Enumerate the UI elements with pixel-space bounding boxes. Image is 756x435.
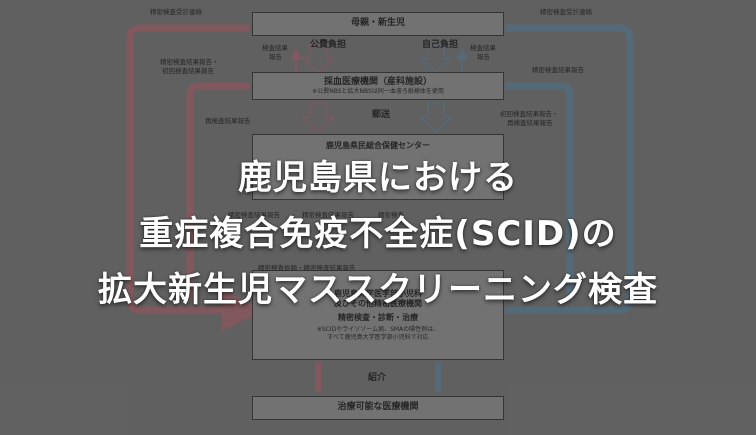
label-right-initial-2: 再検査結果報告 bbox=[507, 119, 553, 127]
left-outer-loop bbox=[126, 24, 264, 331]
blood-collection-box: 採血医療機関（産科施設） ※公費NBSと拡大NBSは同一血液ろ紙検体を使用 bbox=[252, 72, 504, 100]
precision-hospital-box: 鹿児島大学医学部小児科 及びその他精密医療機関 精密検査・診断・治療 ※SCID… bbox=[252, 270, 504, 360]
label-left-first-2: 初回検査結果報告 bbox=[162, 67, 214, 75]
label-lower-left: 精密検査結果報告 bbox=[228, 211, 280, 219]
blood-collection-note: ※公費NBSと拡大NBSは同一血液ろ紙検体を使用 bbox=[312, 87, 444, 95]
label-public-burden: 公費負担 bbox=[310, 40, 347, 50]
label-left-top: 精密検査受診連絡 bbox=[150, 8, 202, 16]
hospital-note-1: ※SCIDやライソゾーム病、SMAの陽性例は、 bbox=[316, 326, 440, 333]
title-line-2: 重症複合免疫不全症(SCID)の bbox=[139, 214, 617, 254]
title-line-3: 拡大新生児マススクリーニング検査 bbox=[98, 270, 658, 310]
label-mail: 郵送 bbox=[372, 110, 391, 120]
hospital-title: 鹿児島大学医学部小児科 bbox=[334, 289, 422, 298]
health-center-box: 鹿児島県民総合保健センター bbox=[252, 134, 504, 200]
label-right-top: 精密検査受診連絡 bbox=[540, 8, 592, 16]
blood-collection-title: 採血医療機関（産科施設） bbox=[323, 76, 432, 87]
public-mail-arrow bbox=[300, 101, 336, 133]
title-line-1: 鹿児島県における bbox=[238, 158, 518, 198]
label-lower-mid: 精密検査結果報告 bbox=[302, 211, 354, 219]
mother-newborn-label: 母親・新生児 bbox=[350, 18, 405, 29]
health-center-title: 鹿児島県民総合保健センター bbox=[326, 141, 430, 150]
right-outer-loop bbox=[505, 24, 634, 314]
label-mid-right-2: 報告 bbox=[477, 53, 490, 61]
label-right-first: 精密検査結果報告 bbox=[532, 66, 584, 74]
label-mid-left-2: 報告 bbox=[269, 53, 282, 61]
public-flow-arrow bbox=[300, 44, 336, 73]
label-mid-right-1: 検査結果 bbox=[470, 44, 496, 52]
self-mail-arrow bbox=[418, 101, 454, 133]
self-flow-arrow bbox=[418, 44, 454, 73]
label-right-initial-1: 初回検査結果報告・ bbox=[500, 110, 559, 118]
label-intro: 紹介 bbox=[368, 373, 387, 383]
label-request: 精密検査依頼・精密検査結果報告 bbox=[258, 264, 356, 272]
hospital-subtitle: 精密検査・診断・治療 bbox=[338, 313, 418, 322]
label-left-recheck: 再検査結果報告 bbox=[205, 117, 251, 125]
label-self-burden: 自己負担 bbox=[422, 40, 459, 50]
treatment-box: 治療可能な医療機関 bbox=[252, 396, 504, 420]
hospital-note-2: すべて鹿児島大学医学部小児科で対応 bbox=[327, 333, 429, 341]
label-left-first-1: 精密検査結果報告・ bbox=[160, 58, 219, 66]
label-lower-mid-2: 精密検査 bbox=[378, 211, 404, 219]
hospital-title-2: 及びその他精密医療機関 bbox=[334, 299, 422, 308]
mother-newborn-box: 母親・新生児 bbox=[252, 12, 504, 36]
treatment-label: 治療可能な医療機関 bbox=[337, 402, 419, 413]
left-inner-loop bbox=[186, 82, 250, 300]
right-inner-loop bbox=[505, 82, 574, 300]
label-mid-left-1: 検査結果 bbox=[262, 44, 288, 52]
